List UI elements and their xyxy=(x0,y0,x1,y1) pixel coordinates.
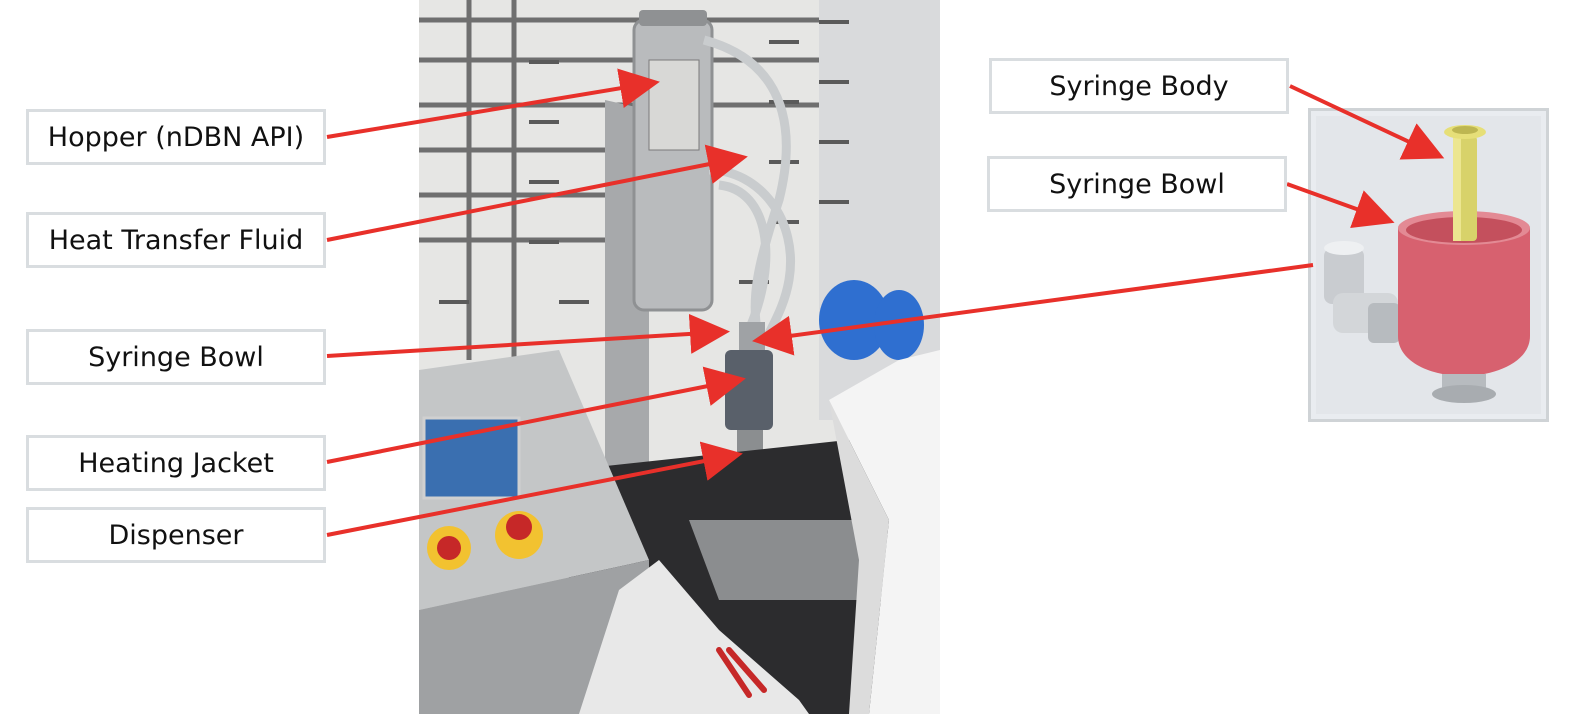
label-heat-transfer-fluid: Heat Transfer Fluid xyxy=(26,212,326,268)
syringe-render-panel xyxy=(1308,108,1549,422)
syringe-body-render xyxy=(1444,125,1486,241)
label-dispenser: Dispenser xyxy=(26,507,326,563)
apparatus-photo xyxy=(419,0,940,714)
label-hopper: Hopper (nDBN API) xyxy=(26,109,326,165)
label-heating-jacket: Heating Jacket xyxy=(26,435,326,491)
elbow-fitting xyxy=(1324,241,1400,343)
label-syringe-bowl-right: Syringe Bowl xyxy=(987,156,1287,212)
label-syringe-body: Syringe Body xyxy=(989,58,1289,114)
label-syringe-bowl-left: Syringe Bowl xyxy=(26,329,326,385)
